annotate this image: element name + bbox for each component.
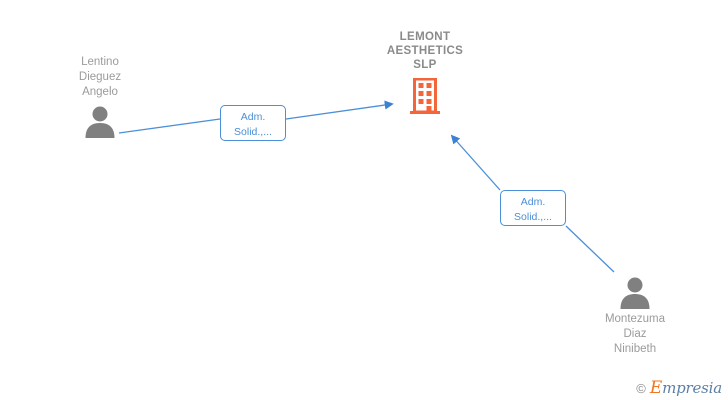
copyright-icon: ©: [636, 381, 646, 396]
relation-label-2[interactable]: Adm. Solid.,...: [500, 190, 566, 226]
person-icon: [620, 277, 650, 309]
person-left-name: Lentino Dieguez Angelo: [78, 56, 122, 98]
link-label-to-company-right: [450, 134, 501, 191]
person-right-name: Montezuma Diaz Ninibeth: [604, 313, 666, 355]
building-icon: [410, 77, 440, 114]
link-person-left-to-label: [118, 118, 221, 134]
watermark: © Empresia: [636, 380, 722, 397]
person-node-left[interactable]: Lentino Dieguez Angelo: [40, 55, 160, 138]
empresia-logo: Empresia: [650, 380, 722, 397]
relation-label-1[interactable]: Adm. Solid.,...: [220, 105, 286, 141]
company-node[interactable]: LEMONT AESTHETICS SLP: [355, 30, 495, 121]
person-node-right[interactable]: Montezuma Diaz Ninibeth: [575, 275, 695, 357]
link-person-right-to-label: [565, 225, 615, 273]
person-icon: [85, 106, 115, 138]
company-title: LEMONT AESTHETICS SLP: [386, 31, 464, 71]
link-label-to-company-left: [285, 100, 394, 120]
empresia-logo-initial: E: [649, 378, 663, 398]
empresia-logo-rest: mpresia: [662, 379, 722, 397]
